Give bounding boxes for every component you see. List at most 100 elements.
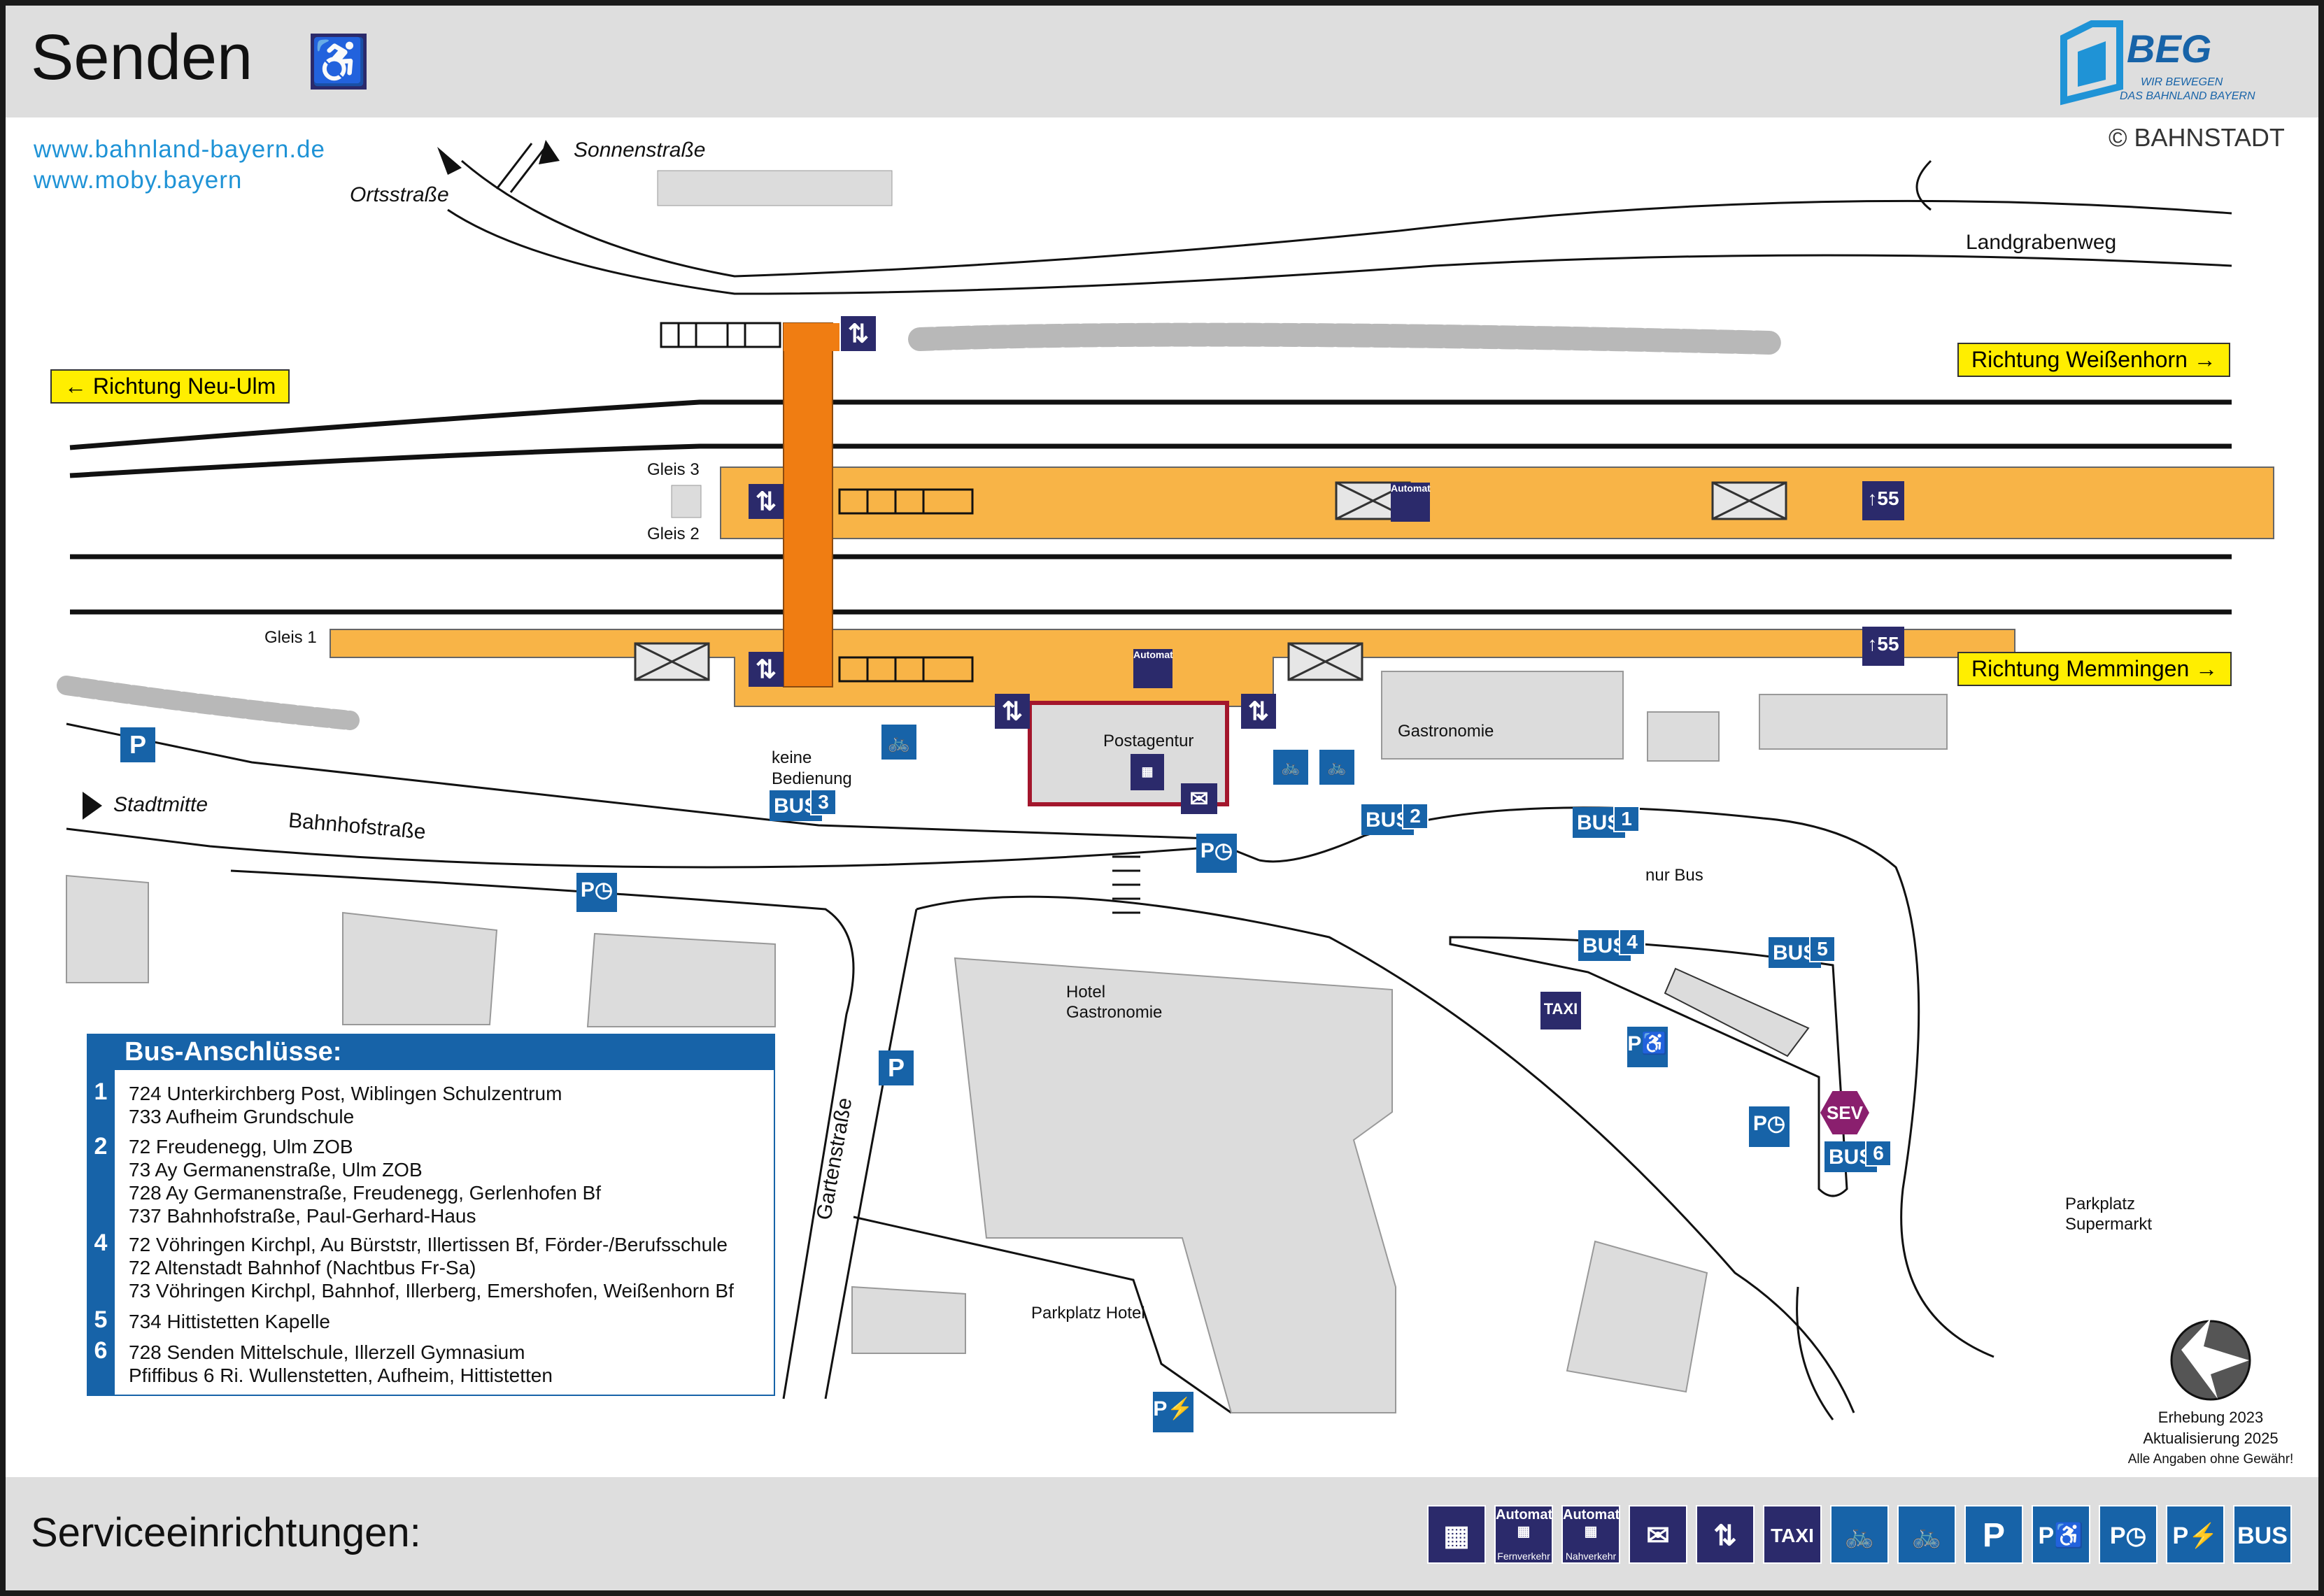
ticket-machine-icon[interactable]: Automat	[1391, 483, 1431, 522]
label-parkplatz: Parkplatz	[2065, 1195, 2136, 1213]
label-gleis-2: Gleis 2	[647, 525, 700, 543]
taxi-icon[interactable]: TAXI	[1763, 1505, 1822, 1564]
route-stop-number: 4	[94, 1230, 108, 1256]
short-term-parking-icon[interactable]: P◷	[1749, 1106, 1790, 1147]
label-gleis-3: Gleis 3	[647, 460, 700, 479]
beg-slogan-1: WIR BEWEGEN	[2141, 76, 2223, 88]
ev-charging-parking-icon[interactable]: P⚡	[2166, 1505, 2225, 1564]
bus-connections-strip	[87, 1070, 115, 1395]
taxi-icon[interactable]: TAXI	[1540, 992, 1581, 1029]
platform-gleis-2-3	[720, 466, 2274, 539]
parking-icon[interactable]: P	[879, 1050, 914, 1085]
beg-slogan-2: DAS BAHNLAND BAYERN	[2120, 90, 2255, 102]
footbridge	[783, 322, 833, 687]
track-upper-2	[69, 443, 2232, 478]
label-keine: keine	[772, 748, 812, 767]
copyright-bahnstadt: © BAHNSTADT	[2109, 123, 2285, 152]
elevator-icon[interactable]: ⇅	[749, 652, 784, 687]
arrow-ortsstrasse	[437, 147, 462, 175]
beg-logo: BEG WIR BEWEGEN DAS BAHNLAND BAYERN	[2050, 10, 2302, 118]
road-bahnhofstrasse-south	[66, 827, 1260, 869]
north-arrow	[2181, 1318, 2249, 1399]
link-moby[interactable]: www.moby.bayern	[34, 166, 243, 194]
ticket-machine-icon[interactable]: ▦	[1427, 1505, 1486, 1564]
building-parkplatz-hotel	[851, 1285, 966, 1354]
direction-weissenhorn: Richtung Weißenhorn →	[1957, 343, 2230, 377]
route-stop-number: 1	[94, 1078, 108, 1105]
building-north	[657, 170, 893, 206]
short-term-parking-icon[interactable]: P◷	[1196, 834, 1237, 873]
route-stop-number: 6	[94, 1337, 108, 1364]
arrow-stadtmitte-icon	[83, 792, 102, 820]
elevator-icon[interactable]: ⇅	[995, 694, 1030, 729]
road-gartenstrasse-west	[230, 869, 855, 1399]
route-line: 733 Aufheim Grundschule	[129, 1106, 355, 1127]
short-term-parking-icon[interactable]: P◷	[2099, 1505, 2158, 1564]
wheelchair-icon: ♿	[311, 34, 367, 90]
short-term-parking-icon[interactable]: P◷	[576, 873, 617, 912]
route-stop-number: 2	[94, 1133, 108, 1160]
road-ortsstrasse-edge-2	[447, 208, 2232, 295]
route-stop-number: 5	[94, 1306, 108, 1333]
route-line: 728 Ay Germanenstraße, Freudenegg, Gerle…	[129, 1182, 602, 1204]
beg-logo-text: BEG	[2127, 27, 2211, 71]
route-line: 737 Bahnhofstraße, Paul-Gerhard-Haus	[129, 1205, 476, 1227]
road-parkplatz-hotel	[853, 1216, 1232, 1414]
route-line: 724 Unterkirchberg Post, Wiblingen Schul…	[129, 1083, 562, 1104]
route-line: 73 Vöhringen Kirchpl, Bahnhof, Illerberg…	[129, 1280, 734, 1302]
ev-charging-parking-icon[interactable]: P⚡	[1153, 1392, 1193, 1432]
e-bike-charging-icon[interactable]: 🚲	[1273, 750, 1308, 785]
road-landgraben-curve	[1915, 159, 1932, 211]
link-bahnland[interactable]: www.bahnland-bayern.de	[34, 136, 325, 163]
bus-stop-number: 5	[1809, 936, 1836, 962]
bus-icon[interactable]: BUS	[2233, 1505, 2292, 1564]
station-title: Senden	[31, 22, 253, 93]
survey-note-line: Alle Angaben ohne Gewähr!	[2127, 1452, 2294, 1467]
building-east	[1759, 694, 1948, 750]
bicycle-parking-icon[interactable]: 🚲	[881, 725, 916, 760]
footbridge-top	[784, 323, 839, 351]
elevator-icon[interactable]: ⇅	[1241, 694, 1276, 729]
sev-icon[interactable]: SEV	[1820, 1091, 1869, 1134]
label-hotel-gastronomie: Gastronomie	[1066, 1003, 1163, 1022]
mail-icon[interactable]: ✉	[1629, 1505, 1687, 1564]
elevator-icon[interactable]: ⇅	[749, 484, 784, 519]
elevator-icon[interactable]: ⇅	[841, 316, 876, 351]
bicycle-parking-icon[interactable]: 🚲	[1319, 750, 1354, 785]
hedge-north	[908, 322, 1782, 355]
building-small-east	[1647, 711, 1720, 762]
bus-connections-title: Bus-Anschlüsse:	[87, 1034, 775, 1070]
e-bike-charging-icon[interactable]: 🚲	[1897, 1505, 1956, 1564]
hotel-building	[954, 957, 1396, 1413]
ticket-machine-nahverkehr-icon[interactable]: Automat▦ Nahverkehr	[1561, 1505, 1620, 1564]
parking-icon[interactable]: P	[1964, 1505, 2023, 1564]
ticket-machine-fernverkehr-icon[interactable]: Automat▦ Fernverkehr	[1494, 1505, 1553, 1564]
building-sw-3	[586, 932, 776, 1027]
platform-section-icon: ↑55	[1862, 627, 1904, 666]
elevator-icon[interactable]: ⇅	[1696, 1505, 1755, 1564]
stairs-platform-2	[838, 488, 974, 515]
disabled-parking-icon[interactable]: P♿	[1627, 1027, 1668, 1067]
route-line: 73 Ay Germanenstraße, Ulm ZOB	[129, 1159, 423, 1181]
road-bahnhofstrasse-north	[66, 722, 1232, 841]
ticket-machine-icon[interactable]: Automat	[1133, 649, 1173, 688]
links-block: www.bahnland-bayern.de www.moby.bayern	[34, 134, 325, 196]
street-sonnenstrasse: Sonnenstraße	[574, 138, 706, 162]
label-bedienung: Bedienung	[772, 769, 852, 788]
mail-icon[interactable]: ✉	[1181, 783, 1217, 814]
label-hotel: Hotel	[1066, 983, 1106, 1002]
crosswalk	[1112, 855, 1140, 914]
arrow-sonnenstrasse	[539, 140, 560, 164]
stairs-north	[660, 322, 781, 348]
bicycle-parking-icon[interactable]: 🚲	[1830, 1505, 1889, 1564]
building-small-gleis3	[671, 485, 702, 518]
ticket-machine-icon[interactable]: ▦	[1131, 754, 1164, 790]
street-stadtmitte: Stadtmitte	[113, 793, 208, 816]
road-south-east	[916, 895, 1855, 1413]
parking-icon[interactable]: P	[120, 727, 155, 762]
bus-bay	[1449, 936, 1848, 1197]
label-parkplatz-hotel: Parkplatz Hotel	[1031, 1304, 1145, 1323]
hedge-south	[57, 676, 360, 730]
disabled-parking-icon[interactable]: P♿	[2032, 1505, 2090, 1564]
building-sw-2	[342, 911, 498, 1025]
